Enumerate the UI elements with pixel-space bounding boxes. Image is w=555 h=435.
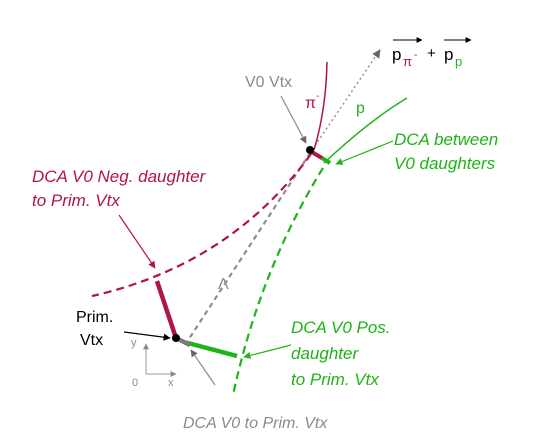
pion-label-superscript: - xyxy=(316,91,319,102)
dca-neg-label-line2: to Prim. Vtx xyxy=(32,191,120,210)
dca-v0-label: DCA V0 to Prim. Vtx xyxy=(183,415,328,432)
pion-label: π xyxy=(305,95,316,112)
dca-pos-segment xyxy=(187,340,238,359)
dca-daughters-pointer xyxy=(335,140,394,165)
proton-label: p xyxy=(356,100,365,117)
v0-vtx-pointer xyxy=(280,95,307,144)
momentum-plus-sign: + xyxy=(427,45,436,62)
dca-v0-pointer xyxy=(190,349,216,386)
dca-pos-label-line3: to Prim. Vtx xyxy=(291,370,379,389)
dca-neg-segment xyxy=(154,280,179,339)
dca-pos-pointer xyxy=(243,344,292,359)
momentum-p-proton: p xyxy=(444,45,453,64)
dca-neg-label-line1: DCA V0 Neg. daughter xyxy=(32,167,207,186)
proton-track-extrapolation xyxy=(231,167,324,396)
proton-track-solid xyxy=(323,97,408,164)
dca-daughters-label-line2: V0 daughters xyxy=(394,154,496,173)
axis-origin-label: 0 xyxy=(132,377,138,389)
momentum-proton-subscript: p xyxy=(455,54,462,69)
momentum-pion-subscript: π xyxy=(403,54,412,69)
momentum-pion-superscript: - xyxy=(414,50,417,61)
lambda-momentum-direction xyxy=(311,49,381,151)
prim-vtx-label-line2: Vtx xyxy=(80,332,103,349)
pion-track-solid xyxy=(313,61,328,151)
v0-vertex-dot xyxy=(306,146,314,154)
prim-vtx-label-line1: Prim. xyxy=(76,309,113,326)
v0-vtx-label: V0 Vtx xyxy=(245,74,292,91)
momentum-p-pion: p xyxy=(392,45,401,64)
pion-track-extrapolation xyxy=(91,153,312,298)
primary-vertex-dot xyxy=(172,334,180,342)
axis-y-label: y xyxy=(131,337,137,349)
dca-neg-pointer xyxy=(118,214,156,269)
dca-daughters-pos-segment xyxy=(320,156,332,165)
axis-x-label: x xyxy=(168,377,174,389)
dca-pos-label-line1: DCA V0 Pos. xyxy=(291,318,391,337)
momentum-sum-label: p π - + p p xyxy=(392,37,472,69)
lambda-label: Λ xyxy=(218,276,229,293)
lambda-track xyxy=(184,149,313,346)
dca-pos-label-line2: daughter xyxy=(291,344,359,363)
dca-daughters-label-line1: DCA between xyxy=(394,130,498,149)
prim-vtx-pointer xyxy=(123,331,171,341)
